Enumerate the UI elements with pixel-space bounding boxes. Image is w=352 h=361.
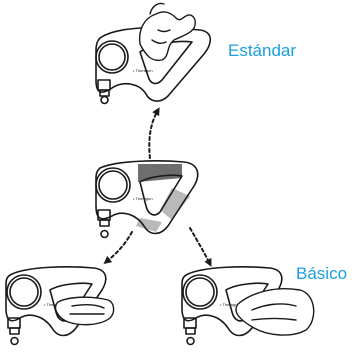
brand-mark-zones: • Theragun — [133, 196, 153, 201]
arrow-to-standard — [149, 110, 158, 158]
hand-standard — [140, 3, 196, 60]
hand-basic-left — [56, 297, 114, 324]
arrow-to-basic-left — [106, 232, 132, 262]
brand-mark-standard: • Theragun — [133, 68, 153, 73]
arrows — [106, 110, 210, 264]
arrow-to-basic-right — [190, 228, 210, 264]
label-basic: Básico — [296, 265, 347, 282]
label-standard: Estándar — [228, 42, 296, 59]
hand-basic-right — [236, 289, 314, 335]
